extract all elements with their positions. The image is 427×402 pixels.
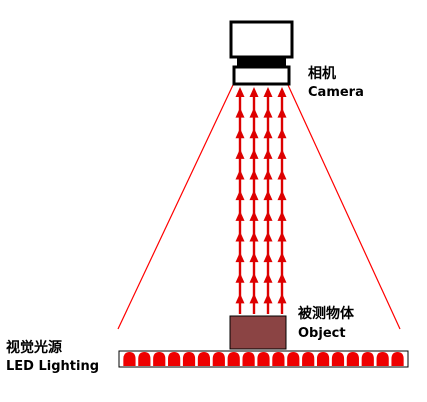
arrowhead (249, 190, 259, 201)
arrowhead (249, 128, 259, 139)
arrowhead (235, 169, 245, 180)
reflected-light-arrows (235, 87, 287, 314)
led (182, 352, 196, 366)
led (227, 352, 240, 366)
led (391, 352, 404, 366)
arrowhead (277, 128, 287, 139)
arrowhead (277, 272, 287, 283)
object-under-test (229, 315, 287, 350)
arrowhead (263, 272, 273, 283)
arrowhead (249, 210, 259, 221)
led (302, 352, 315, 366)
arrowhead (235, 272, 245, 283)
arrowhead (263, 169, 273, 180)
arrowhead (249, 272, 259, 283)
camera-body (229, 20, 294, 59)
led (242, 352, 255, 366)
object-label-en: Object (298, 326, 346, 341)
arrowhead (277, 231, 287, 242)
arrowhead (249, 231, 259, 242)
arrowhead (263, 252, 273, 263)
camera-label-en: Camera (308, 85, 364, 100)
camera-band (237, 57, 286, 67)
arrowhead (263, 190, 273, 201)
light-ray-left (117, 84, 234, 330)
led (361, 352, 374, 366)
arrowhead (263, 293, 273, 304)
arrowhead (277, 107, 287, 118)
led (316, 352, 330, 366)
arrowhead (249, 169, 259, 180)
arrowhead (235, 148, 245, 159)
led (346, 352, 359, 366)
arrowhead (277, 169, 287, 180)
arrowhead (235, 107, 245, 118)
arrowhead (235, 252, 245, 263)
arrowhead (263, 107, 273, 118)
led-array (123, 352, 404, 366)
arrowhead (277, 293, 287, 304)
led (376, 352, 389, 366)
led (257, 352, 270, 366)
arrowhead (263, 148, 273, 159)
arrowhead (249, 252, 259, 263)
led (153, 352, 166, 366)
arrowhead (249, 107, 259, 118)
arrowhead (277, 252, 287, 263)
led (123, 352, 136, 366)
led (212, 352, 225, 366)
light-ray-right (287, 84, 401, 330)
led (331, 352, 345, 366)
arrowhead (235, 293, 245, 304)
camera-icon (229, 20, 294, 86)
arrowhead (263, 87, 273, 97)
arrowhead (235, 190, 245, 201)
arrowhead (277, 190, 287, 201)
light-label-en: LED Lighting (6, 359, 100, 374)
arrowhead (235, 128, 245, 139)
light-label-cn: 视觉光源 (6, 340, 62, 356)
led (168, 352, 181, 366)
led (272, 352, 285, 366)
arrowhead (277, 210, 287, 221)
camera-lens (232, 65, 291, 86)
camera-label-cn: 相机 (308, 66, 336, 82)
arrowhead (263, 128, 273, 139)
arrowhead (249, 293, 259, 304)
object-label-cn: 被测物体 (298, 306, 354, 322)
arrowhead (277, 87, 287, 97)
led (287, 352, 300, 366)
arrowhead (249, 148, 259, 159)
arrowhead (235, 231, 245, 242)
arrowhead (235, 87, 245, 97)
led (197, 352, 211, 366)
arrowhead (249, 87, 259, 97)
arrowhead (277, 148, 287, 159)
led (138, 352, 151, 366)
arrowhead (235, 210, 245, 221)
arrowhead (263, 231, 273, 242)
arrowhead (263, 210, 273, 221)
